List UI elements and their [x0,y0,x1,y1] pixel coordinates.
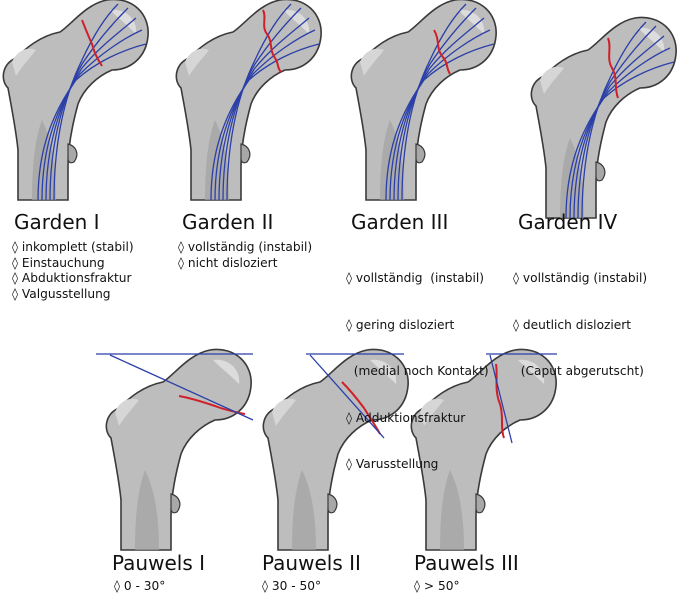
pauwels-2-description: ◊ 30 - 50° [262,579,321,595]
pauwels-2-femur [262,348,409,551]
garden-1-femur [2,0,149,201]
pauwels-1-title: Pauwels I [112,551,205,575]
garden-3-line-2: ◊ gering disloziert [346,317,455,332]
garden-1-description: ◊ inkomplett (stabil) ◊ Einstauchung ◊ A… [12,240,134,302]
garden-2-femur [175,0,322,201]
pauwels-3-title: Pauwels III [414,551,519,575]
garden-2-title: Garden II [182,210,274,234]
pauwels-1-line-1: ◊ 0 - 30° [114,579,166,593]
garden-3-line-5: ◊ Varusstellung [346,457,439,471]
pauwels-3-femur [410,348,557,551]
garden-3-femur [350,0,497,201]
pauwels-2-title: Pauwels II [262,551,361,575]
pauwels-1-description: ◊ 0 - 30° [114,579,165,595]
garden-4-line-2: ◊ deutlich disloziert [513,317,632,332]
pauwels-3-description: ◊ > 50° [414,579,460,595]
pauwels-2-line-1: ◊ 30 - 50° [262,579,322,593]
garden-4-line-1: ◊ vollständig (instabil) [513,271,648,285]
garden-3-line-3: (medial noch Kontakt) [346,364,489,378]
pauwels-1-femur [105,348,252,551]
garden-4-femur [530,16,677,219]
garden-2-description: ◊ vollständig (instabil) ◊ nicht dislozi… [178,240,312,271]
garden-1-title: Garden I [14,210,100,234]
garden-3-line-4: ◊ Adduktionsfraktur [346,410,466,425]
garden-1-line-1: ◊ inkomplett (stabil) [12,240,134,254]
garden-1-line-3: ◊ Abduktionsfraktur [12,271,132,285]
garden-2-line-1: ◊ vollständig (instabil) [178,240,313,254]
pauwels-3-angle-line [489,354,513,444]
garden-4-description: ◊ vollständig (instabil) ◊ deutlich disl… [513,240,647,395]
garden-3-line-1: ◊ vollständig (instabil) [346,271,484,285]
garden-1-line-2: ◊ Einstauchung [12,255,105,270]
garden-3-title: Garden III [351,210,449,234]
garden-4-title: Garden IV [518,210,618,234]
pauwels-3-line-1: ◊ > 50° [414,579,460,593]
pauwels-1-angle-line [109,354,254,421]
garden-1-line-4: ◊ Valgusstellung [12,286,111,301]
pauwels-2-angle-line [309,354,385,439]
garden-3-description: ◊ vollständig (instabil) ◊ gering disloz… [346,240,489,488]
garden-4-line-3: (Caput abgerutscht) [513,364,644,378]
garden-2-line-2: ◊ nicht disloziert [178,255,278,270]
